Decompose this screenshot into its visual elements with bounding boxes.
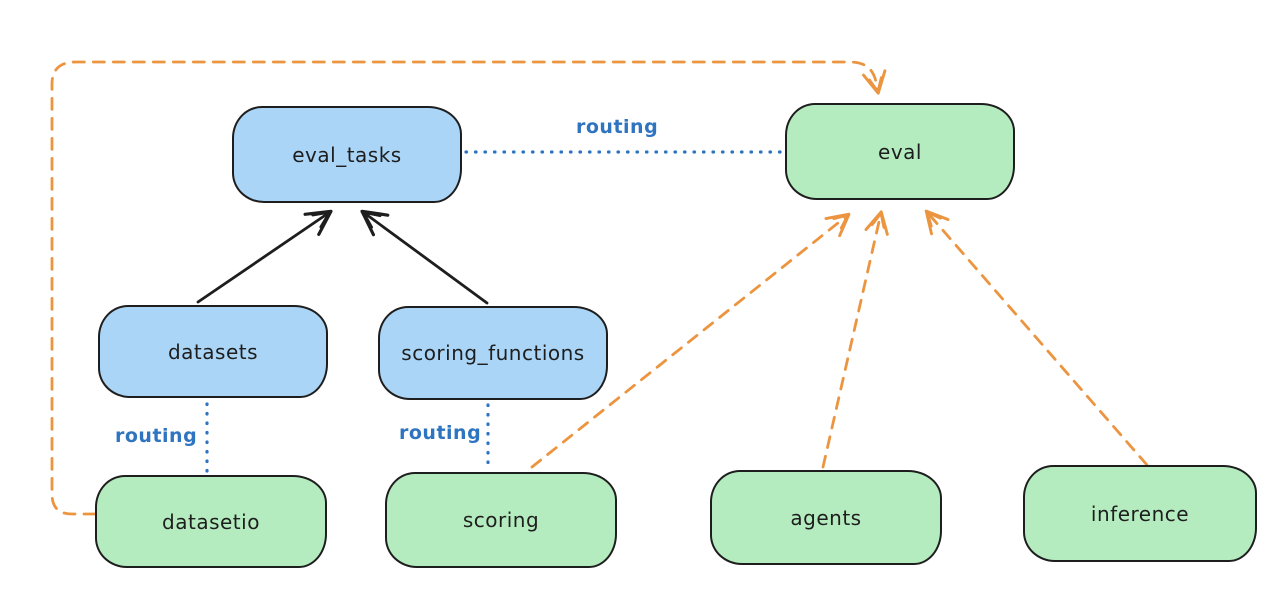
node-datasetio: datasetio bbox=[95, 475, 327, 568]
edge-datasetio-to-eval-loop bbox=[50, 60, 887, 516]
node-datasets: datasets bbox=[98, 305, 328, 398]
node-inference: inference bbox=[1023, 465, 1257, 562]
node-datasetio-label: datasetio bbox=[162, 509, 260, 534]
node-eval_tasks: eval_tasks bbox=[232, 106, 462, 203]
node-eval-label: eval bbox=[878, 139, 922, 164]
edge-scoring-to-eval bbox=[530, 212, 851, 469]
edge-agents-to-eval bbox=[821, 210, 889, 469]
routing-label-datasets-datasetio: routing bbox=[115, 425, 198, 447]
edge-scoring_functions-to-eval_tasks bbox=[360, 209, 489, 305]
node-agents: agents bbox=[710, 470, 942, 565]
edge-inference-to-eval bbox=[924, 209, 1149, 467]
routing-label-eval_tasks-eval: routing bbox=[576, 116, 659, 138]
node-eval: eval bbox=[785, 103, 1015, 200]
node-scoring: scoring bbox=[385, 472, 617, 568]
node-inference-label: inference bbox=[1090, 501, 1190, 526]
node-datasets-label: datasets bbox=[167, 339, 259, 364]
node-scoring_functions: scoring_functions bbox=[378, 306, 608, 400]
routing-label-scoring_functions-scoring: routing bbox=[399, 422, 482, 444]
node-agents-label: agents bbox=[790, 505, 862, 530]
edge-datasets-to-eval_tasks bbox=[196, 209, 333, 304]
node-scoring-label: scoring bbox=[462, 508, 540, 532]
node-scoring_functions-label: scoring_functions bbox=[401, 341, 585, 365]
node-eval_tasks-label: eval_tasks bbox=[292, 142, 402, 167]
